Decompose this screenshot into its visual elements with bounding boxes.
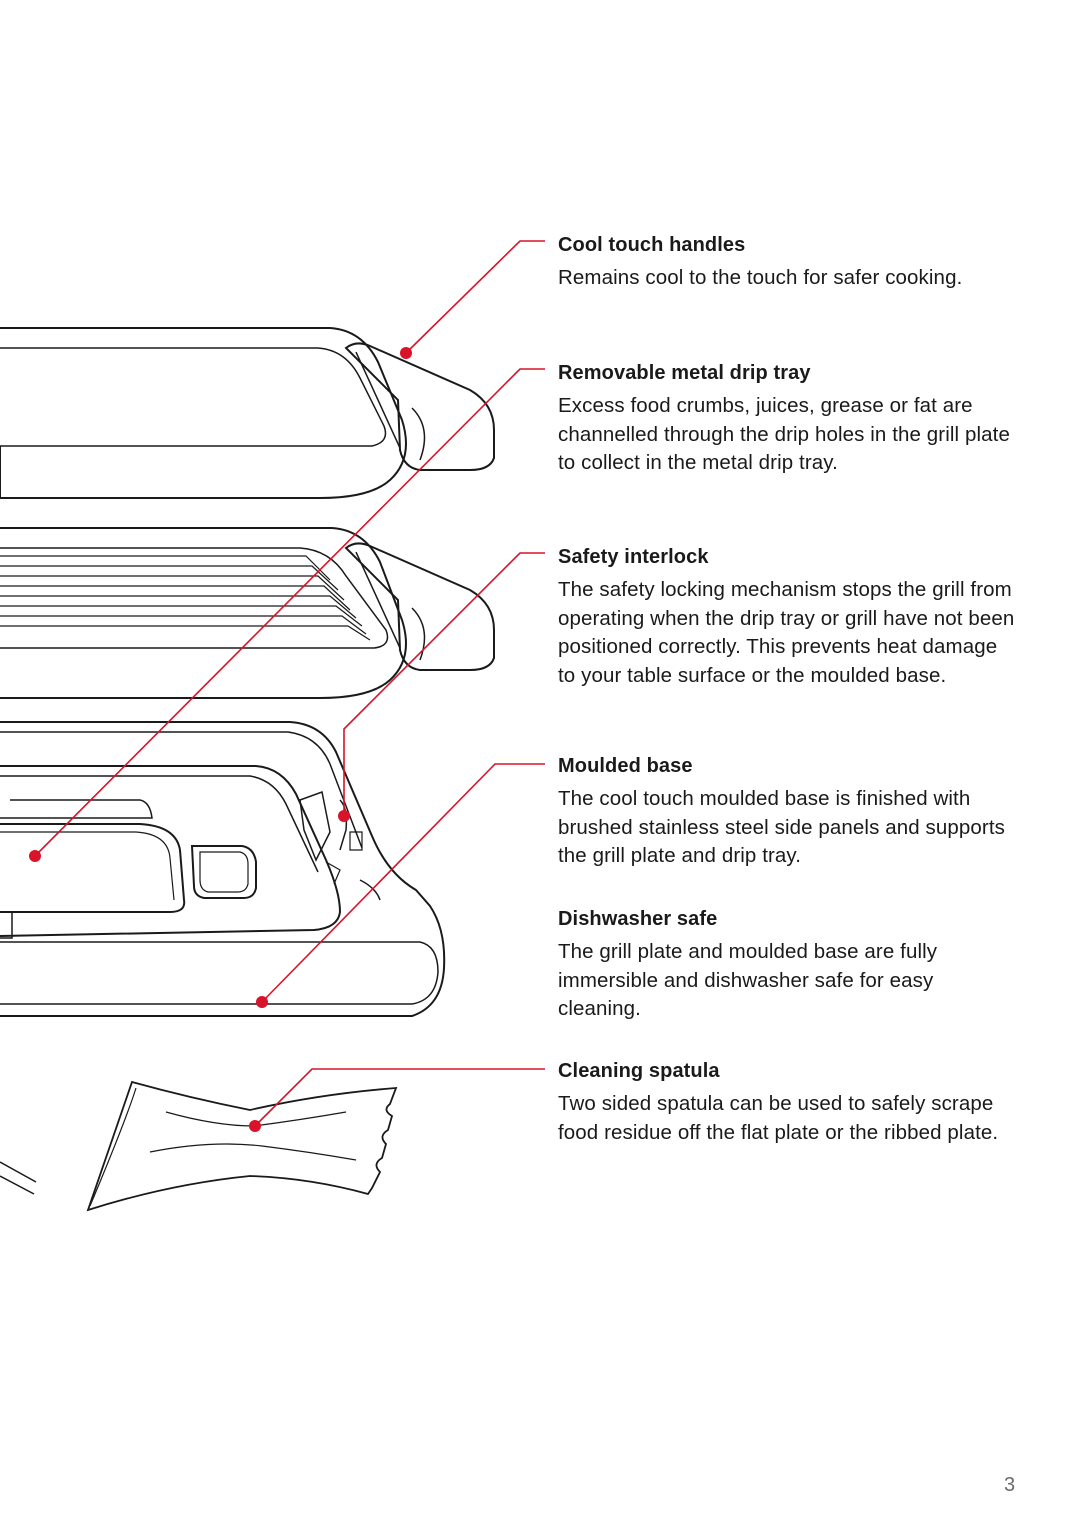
feature-title: Removable metal drip tray — [558, 362, 811, 384]
feature-description: Remains cool to the touch for safer cook… — [558, 266, 963, 289]
feature-description: The grill plate and moulded base are ful… — [558, 940, 938, 1020]
ribbed-plate-drawing — [0, 527, 495, 699]
feature-removable-drip-tray: Removable metal drip tray Excess food cr… — [558, 360, 1018, 478]
feature-safety-interlock: Safety interlock The safety locking mech… — [558, 544, 1018, 690]
callout-dot-spatula — [249, 1120, 261, 1132]
feature-title: Cleaning spatula — [558, 1060, 720, 1082]
callout-line-drip-tray — [34, 368, 545, 857]
feature-cool-touch-handles: Cool touch handles Remains cool to the t… — [558, 232, 1018, 293]
feature-description: The cool touch moulded base is finished … — [558, 787, 1005, 867]
callout-lines — [34, 240, 545, 1127]
feature-dishwasher-safe: Dishwasher safe The grill plate and moul… — [558, 906, 1018, 1024]
callout-line-safety-interlock — [343, 552, 545, 816]
callout-dot-moulded-base — [256, 996, 268, 1008]
callout-line-spatula — [254, 1068, 545, 1127]
feature-title: Dishwasher safe — [558, 908, 718, 930]
callout-line-cool-touch-handles — [405, 240, 545, 354]
callout-dot-drip-tray — [29, 850, 41, 862]
callout-line-moulded-base — [261, 763, 545, 1003]
feature-description: Two sided spatula can be used to safely … — [558, 1092, 999, 1144]
feature-title: Safety interlock — [558, 546, 709, 568]
feature-moulded-base: Moulded base The cool touch moulded base… — [558, 753, 1018, 871]
feature-description: Excess food crumbs, juices, grease or fa… — [558, 394, 1010, 474]
moulded-base-drawing — [0, 721, 446, 1017]
feature-cleaning-spatula: Cleaning spatula Two sided spatula can b… — [558, 1058, 1018, 1147]
callout-dot-safety-interlock — [338, 810, 350, 822]
spatula-drawing — [0, 1080, 398, 1212]
feature-title: Moulded base — [558, 755, 693, 777]
page-number: 3 — [1004, 1474, 1016, 1496]
callout-dot-cool-touch-handles — [400, 347, 412, 359]
callout-dots — [29, 347, 412, 1132]
feature-title: Cool touch handles — [558, 234, 746, 256]
feature-description: The safety locking mechanism stops the g… — [558, 578, 1015, 687]
flat-plate-drawing — [0, 327, 495, 499]
